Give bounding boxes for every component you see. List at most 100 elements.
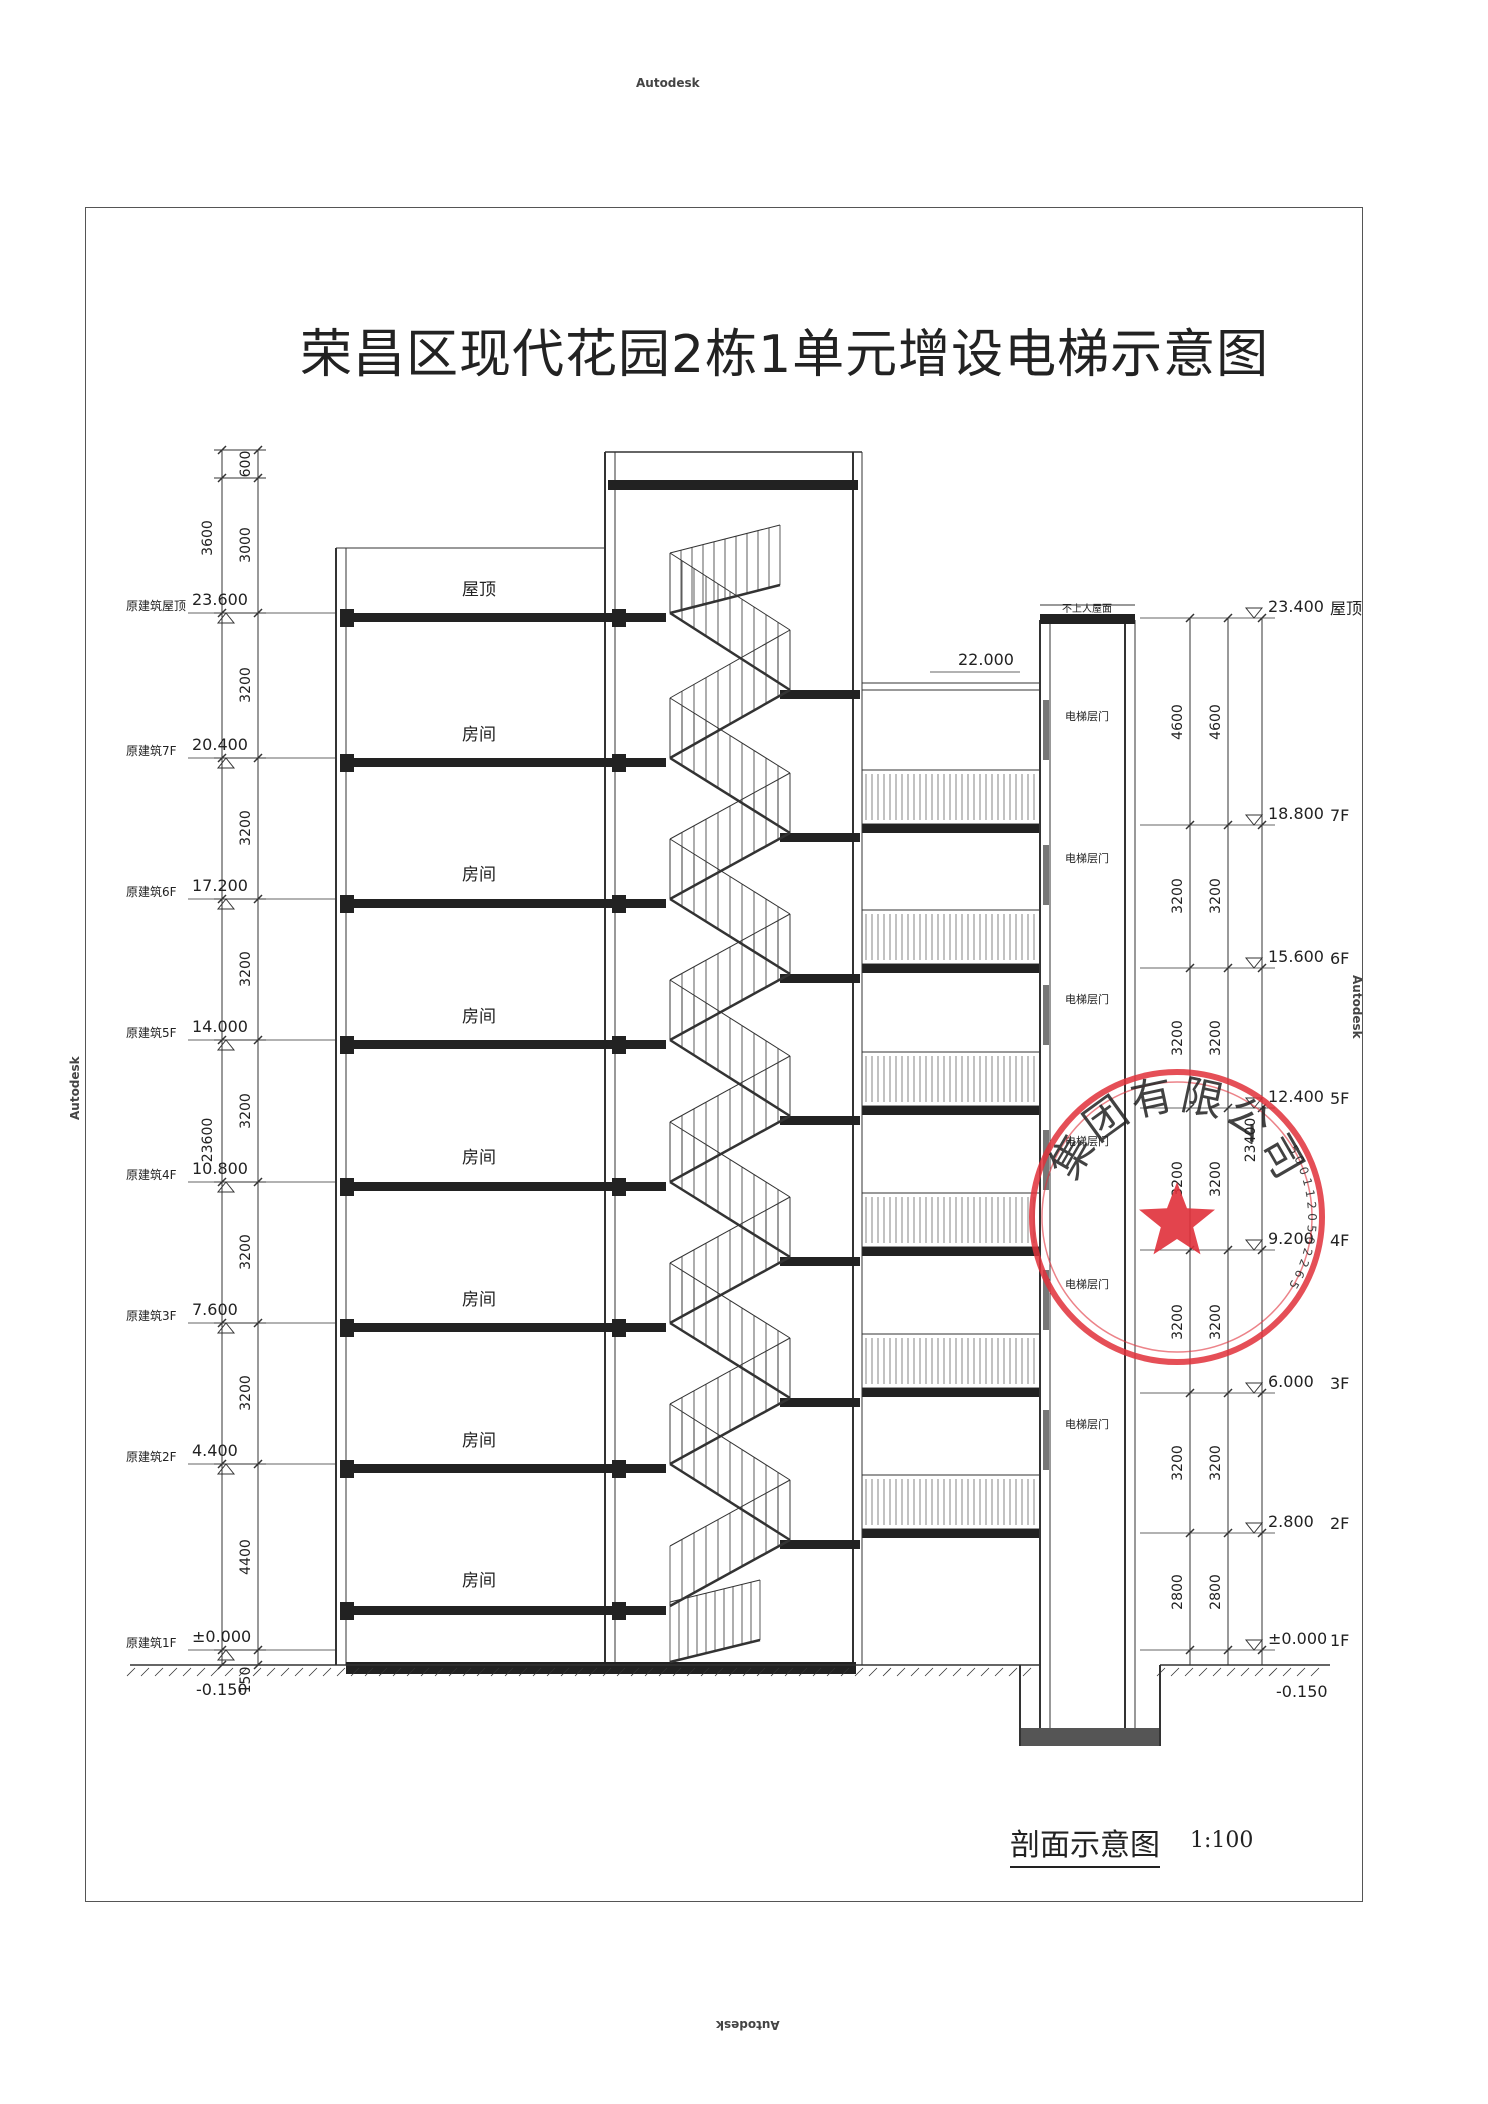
seal-digit: 1 bbox=[1300, 1177, 1316, 1188]
elevator-door bbox=[1043, 1270, 1049, 1330]
dim-right-b: 4600 bbox=[1208, 704, 1224, 740]
ground-hatch bbox=[1008, 1667, 1018, 1677]
dim-inner: 3200 bbox=[238, 1375, 254, 1411]
ground-hatch bbox=[826, 1667, 836, 1677]
ground-hatch bbox=[1212, 1667, 1222, 1677]
landing-slab bbox=[780, 1540, 860, 1549]
room-label: 房间 bbox=[462, 1148, 496, 1168]
landing-slab bbox=[780, 974, 860, 983]
dim-right-a: 3200 bbox=[1170, 1304, 1186, 1340]
ground-hatch bbox=[798, 1667, 808, 1677]
ground-hatch bbox=[238, 1667, 248, 1677]
slab-joint bbox=[612, 609, 626, 627]
level-marker bbox=[216, 1463, 236, 1475]
ground-hatch bbox=[518, 1667, 528, 1677]
landing-slab bbox=[780, 690, 860, 699]
dim-right-b: 3200 bbox=[1208, 1161, 1224, 1197]
slab-joint bbox=[612, 1036, 626, 1054]
ground-hatch bbox=[840, 1667, 850, 1677]
level-marker-right bbox=[1244, 1382, 1264, 1394]
seal-digit: 5 bbox=[1304, 1224, 1319, 1233]
room-label: 房间 bbox=[462, 1431, 496, 1451]
dim-tick-right bbox=[1185, 1645, 1195, 1655]
ground-hatch bbox=[770, 1667, 780, 1677]
seal-digit: 2 bbox=[1296, 1257, 1312, 1269]
level-elev: ±0.000 bbox=[192, 1627, 251, 1646]
ground-hatch bbox=[252, 1667, 262, 1677]
ground-hatch bbox=[532, 1667, 542, 1677]
room-label: 房间 bbox=[462, 1007, 496, 1027]
seal-digit: 6 bbox=[1291, 1268, 1307, 1281]
level-label: 原建筑7F bbox=[126, 743, 177, 758]
door-label: 电梯层门 bbox=[1065, 709, 1109, 723]
level-elev: 4.400 bbox=[192, 1441, 238, 1460]
dim-right-a: 3200 bbox=[1170, 1020, 1186, 1056]
ground-hatch bbox=[448, 1667, 458, 1677]
ground-hatch bbox=[294, 1667, 304, 1677]
seal-star bbox=[1139, 1182, 1215, 1255]
floor-slab bbox=[346, 1040, 666, 1049]
dim-tick-right bbox=[1223, 1645, 1233, 1655]
drawing-frame bbox=[85, 207, 1363, 1902]
floor-slab bbox=[346, 1464, 666, 1473]
level-marker-right bbox=[1244, 1522, 1264, 1534]
right-level-elev: 15.600 bbox=[1268, 947, 1324, 966]
dim-tick bbox=[253, 473, 263, 483]
ground-hatch bbox=[126, 1667, 136, 1677]
ground-hatch bbox=[1184, 1667, 1194, 1677]
dim-inner: 600 bbox=[238, 451, 254, 478]
slab-joint bbox=[340, 1178, 354, 1196]
dim-tick-right bbox=[1257, 963, 1267, 973]
room-label: 房间 bbox=[462, 1290, 496, 1310]
ground-hatch bbox=[630, 1667, 640, 1677]
ground-hatch bbox=[490, 1667, 500, 1677]
right-level-elev: 2.800 bbox=[1268, 1512, 1314, 1531]
ground-hatch bbox=[1296, 1667, 1306, 1677]
ground-hatch bbox=[812, 1667, 822, 1677]
seal-digit: 2 bbox=[1300, 1246, 1316, 1257]
walkway-railing bbox=[861, 769, 1041, 825]
elevator-pit-base bbox=[1020, 1728, 1160, 1746]
dim-tick-right bbox=[1185, 613, 1195, 623]
door-label: 电梯层门 bbox=[1065, 1417, 1109, 1431]
level-marker bbox=[216, 612, 236, 624]
dim-tick-right bbox=[1185, 1388, 1195, 1398]
ground-hatch bbox=[462, 1667, 472, 1677]
slab-joint bbox=[612, 1178, 626, 1196]
elevator-door bbox=[1043, 845, 1049, 905]
ground-hatch bbox=[1226, 1667, 1236, 1677]
walkway-slab bbox=[862, 1388, 1040, 1397]
dim-tick-right bbox=[1185, 820, 1195, 830]
right-level-elev: 6.000 bbox=[1268, 1372, 1314, 1391]
right-level-label: 屋顶 bbox=[1330, 599, 1362, 618]
slab-joint bbox=[340, 609, 354, 627]
ground-hatch bbox=[588, 1667, 598, 1677]
ground-hatch bbox=[994, 1667, 1004, 1677]
ground-hatch bbox=[938, 1667, 948, 1677]
right-level-elev: 12.400 bbox=[1268, 1087, 1324, 1106]
ground-elev-left: -0.150 bbox=[196, 1680, 248, 1699]
ground-hatch bbox=[504, 1667, 514, 1677]
dim-tick bbox=[253, 445, 263, 455]
level-marker bbox=[216, 1649, 236, 1661]
ground-hatch bbox=[882, 1667, 892, 1677]
slab-joint bbox=[340, 895, 354, 913]
seal-digit: 2 bbox=[1304, 1201, 1319, 1210]
corridor-roof-elev: 22.000 bbox=[958, 650, 1014, 669]
level-label: 原建筑3F bbox=[126, 1308, 177, 1323]
level-marker bbox=[216, 757, 236, 769]
ground-hatch bbox=[224, 1667, 234, 1677]
door-label: 电梯层门 bbox=[1065, 992, 1109, 1006]
ground-hatch bbox=[868, 1667, 878, 1677]
ground-hatch bbox=[1310, 1667, 1320, 1677]
level-marker bbox=[216, 1181, 236, 1193]
slab-joint bbox=[612, 1602, 626, 1620]
floor-slab bbox=[346, 1323, 666, 1332]
ground-hatch bbox=[658, 1667, 668, 1677]
ground-hatch bbox=[1170, 1667, 1180, 1677]
seal-char: 限 bbox=[1177, 1070, 1228, 1127]
ground-hatch bbox=[182, 1667, 192, 1677]
dim-right-total: 23400 bbox=[1243, 1118, 1259, 1163]
roof-label: 屋顶 bbox=[462, 580, 496, 600]
